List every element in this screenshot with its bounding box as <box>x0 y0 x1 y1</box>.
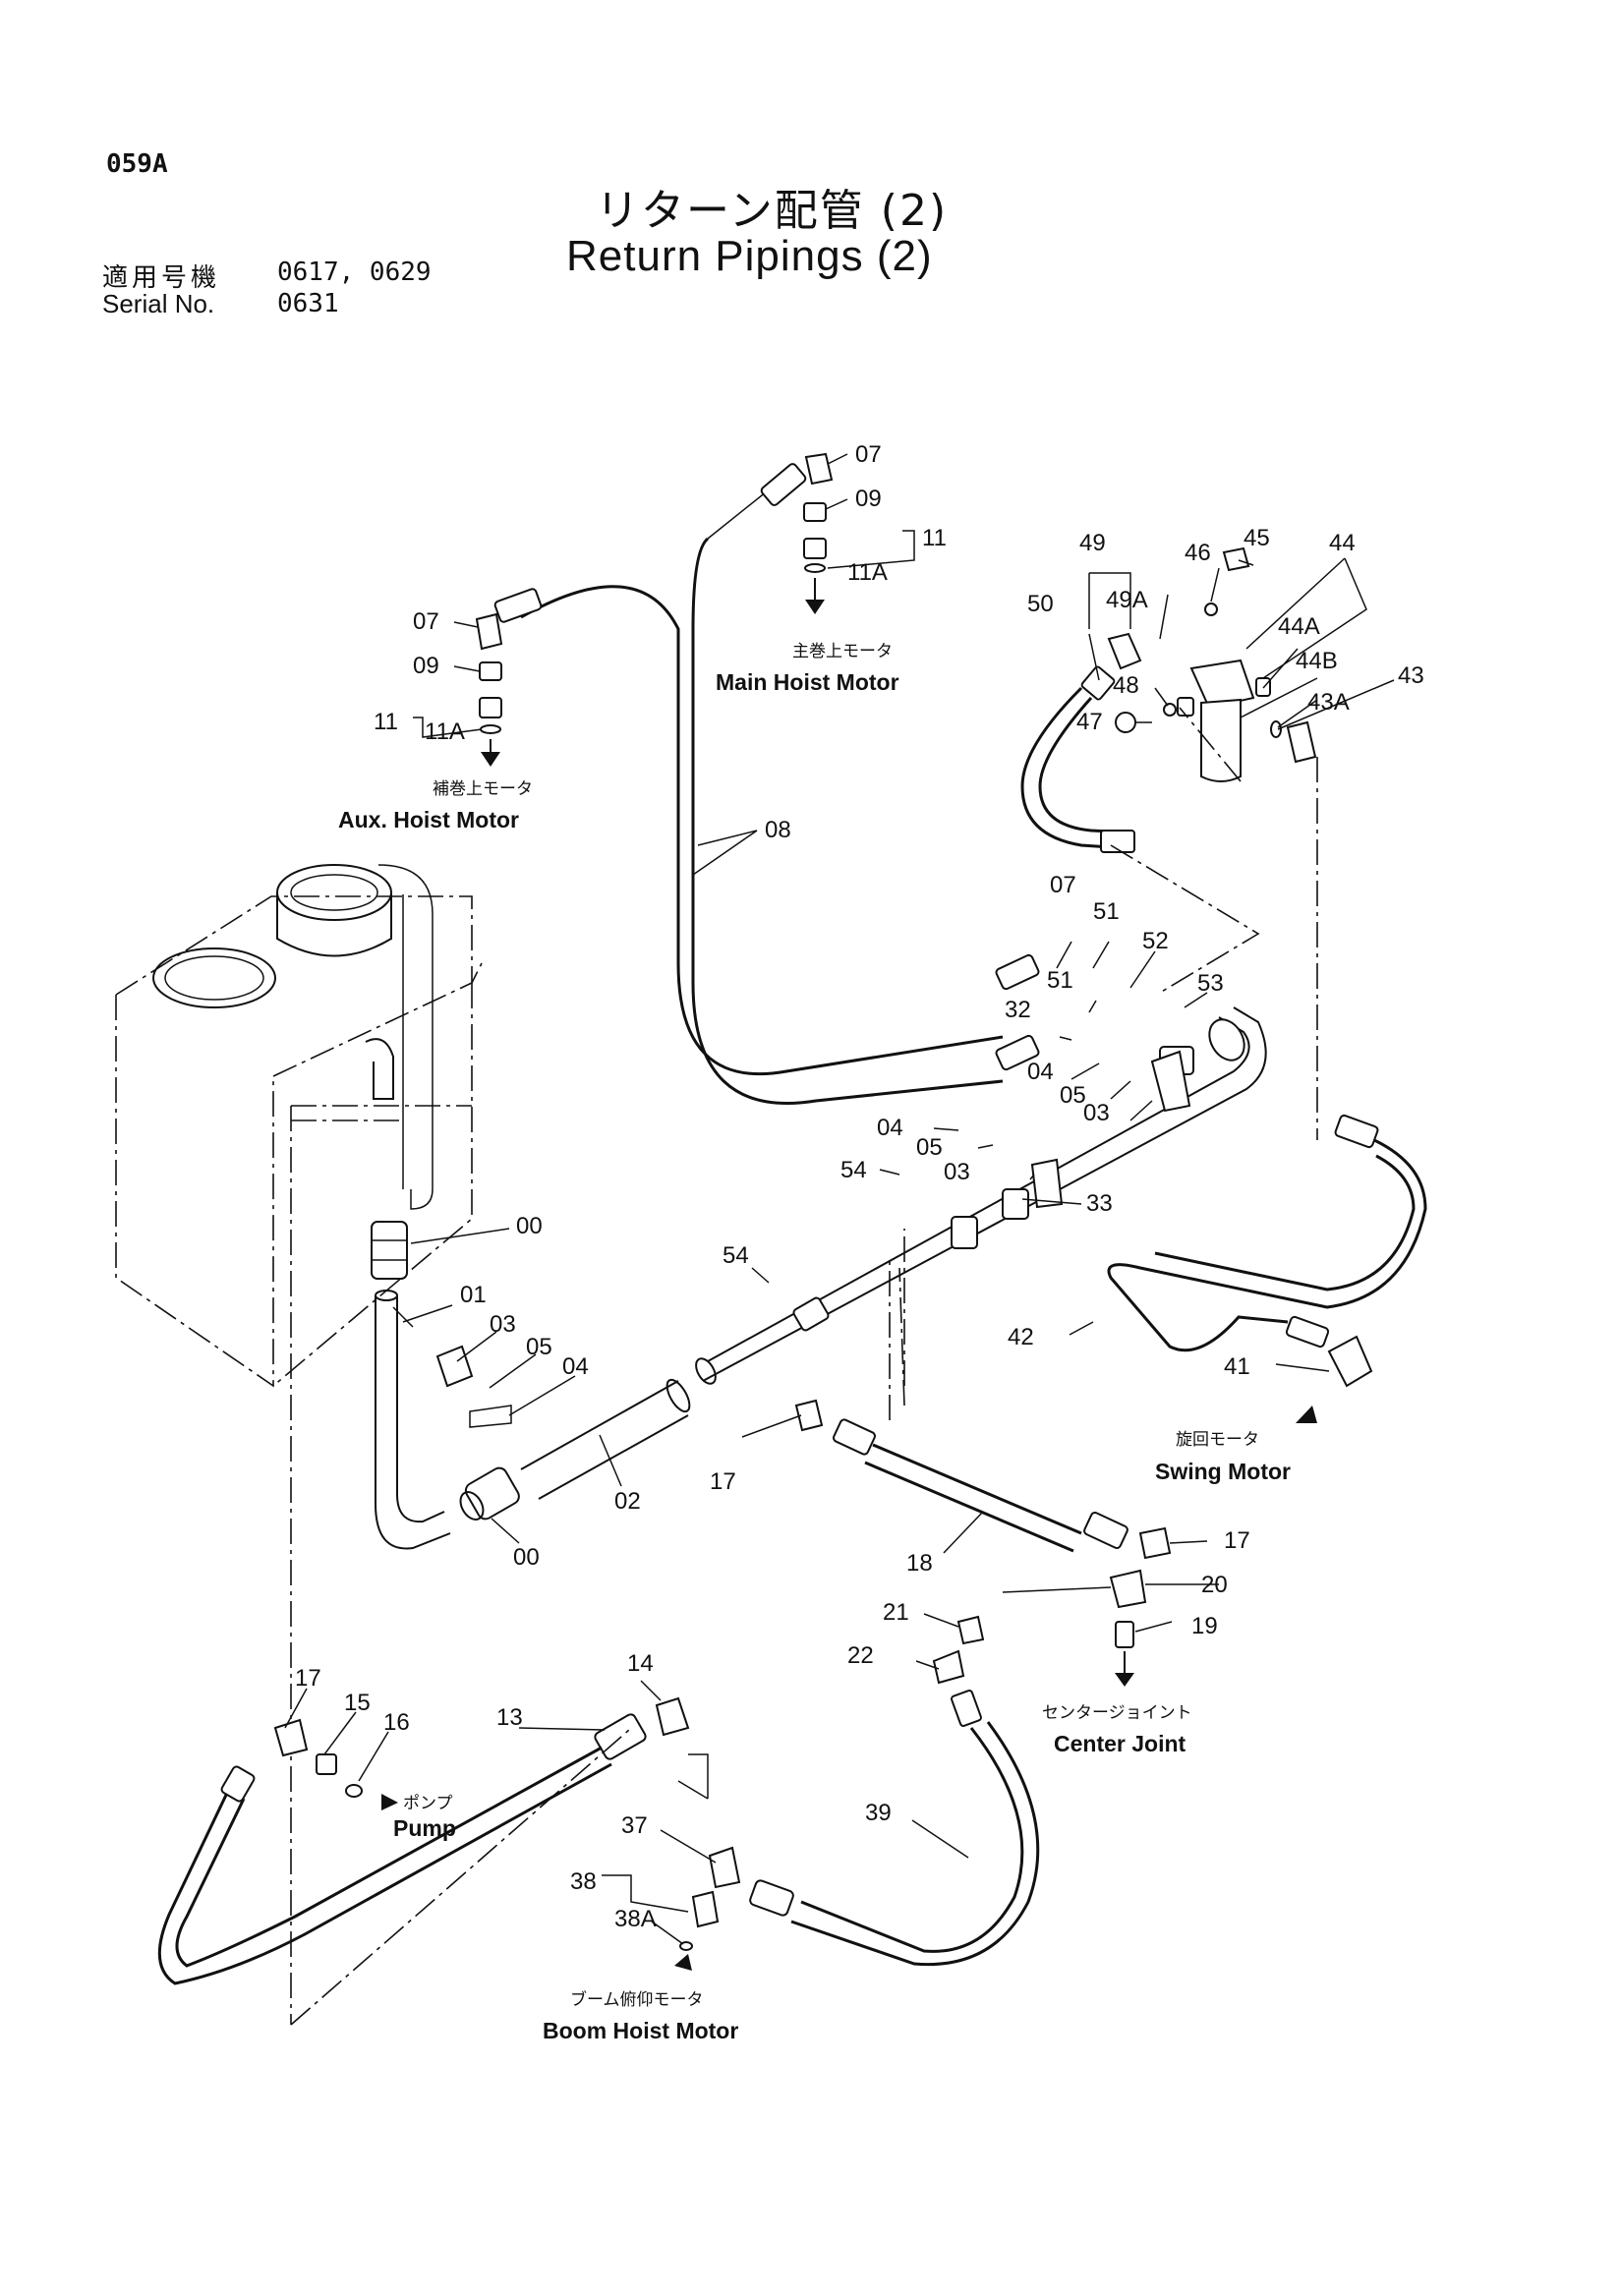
serial-label-japanese: 適用号機 <box>102 263 221 293</box>
part-49: 49 <box>1079 530 1106 556</box>
part-09-main: 09 <box>855 486 882 512</box>
part-07-center: 07 <box>1050 872 1076 898</box>
pump-label: Pump <box>393 1815 456 1841</box>
part-44A: 44A <box>1278 613 1320 640</box>
part-05-c: 05 <box>526 1334 552 1360</box>
serial-label-english: Serial No. <box>102 289 215 318</box>
aux-hoist-label-jp: 補巻上モータ <box>433 779 533 799</box>
part-02: 02 <box>614 1488 641 1515</box>
part-37: 37 <box>621 1812 648 1839</box>
part-04-a: 04 <box>1027 1059 1054 1085</box>
part-39: 39 <box>865 1800 892 1826</box>
part-04-b: 04 <box>877 1115 903 1141</box>
part-07-aux: 07 <box>413 608 439 635</box>
part-47: 47 <box>1076 709 1103 735</box>
part-51-top: 51 <box>1093 898 1120 925</box>
part-07-main: 07 <box>855 441 882 468</box>
part-03-a: 03 <box>1083 1100 1110 1126</box>
boom-hoist-label-jp: ブーム俯仰モータ <box>570 1989 704 2010</box>
part-46: 46 <box>1185 540 1211 566</box>
part-49A: 49A <box>1106 587 1148 613</box>
title-english: Return Pipings (2) <box>566 232 933 280</box>
swing-label-jp: 旋回モータ <box>1176 1430 1259 1450</box>
part-14: 14 <box>627 1650 654 1677</box>
hydraulic-tank <box>115 864 483 2025</box>
part-16: 16 <box>383 1709 410 1736</box>
pump-label-jp: ポンプ <box>403 1794 453 1813</box>
center-joint-label-jp: センタージョイント <box>1042 1703 1192 1723</box>
serial-values-line2: 0631 <box>277 289 339 318</box>
part-17-b: 17 <box>1224 1527 1250 1554</box>
boom-hoist-label: Boom Hoist Motor <box>543 2018 738 2043</box>
part-15: 15 <box>344 1690 371 1716</box>
part-22: 22 <box>847 1642 874 1669</box>
part-09-aux: 09 <box>413 653 439 679</box>
return-pipe-left <box>371 1221 691 1550</box>
swing-hose <box>1107 1114 1427 1423</box>
part-38: 38 <box>570 1868 597 1895</box>
part-number-labels: 07 09 11 11A 07 09 11 11A 08 49 49A 46 4… <box>295 441 1424 1932</box>
part-04-c: 04 <box>562 1353 589 1380</box>
part-17-c: 17 <box>295 1665 321 1692</box>
part-18: 18 <box>906 1550 933 1577</box>
center-joint-label: Center Joint <box>1054 1731 1186 1756</box>
return-pipe-main <box>695 1006 1267 1385</box>
part-45: 45 <box>1244 525 1270 551</box>
swing-label: Swing Motor <box>1155 1459 1291 1484</box>
part-03-b: 03 <box>944 1159 970 1185</box>
part-43A: 43A <box>1307 689 1350 716</box>
part-48: 48 <box>1113 672 1139 699</box>
part-03-c: 03 <box>490 1311 516 1338</box>
part-51-bottom: 51 <box>1047 967 1073 994</box>
part-41: 41 <box>1224 1353 1250 1380</box>
part-17-a: 17 <box>710 1468 736 1495</box>
part-19: 19 <box>1191 1613 1218 1639</box>
part-01: 01 <box>460 1282 487 1308</box>
part-54-a: 54 <box>840 1157 867 1183</box>
part-11-aux: 11 <box>374 709 398 735</box>
part-44B: 44B <box>1296 648 1338 674</box>
part-05-a: 05 <box>1060 1082 1086 1109</box>
part-44: 44 <box>1329 530 1356 556</box>
filter-assembly <box>1020 546 1318 1140</box>
part-38A: 38A <box>614 1906 657 1932</box>
fittings-aux-hoist <box>475 612 503 767</box>
leader-lines <box>284 453 1395 1945</box>
part-53: 53 <box>1197 970 1224 997</box>
fittings-main-hoist <box>803 452 834 614</box>
part-08: 08 <box>765 817 791 843</box>
page-code: 059A <box>106 149 168 179</box>
destination-labels: 主巻上モータ Main Hoist Motor 補巻上モータ Aux. Hois… <box>338 642 1291 2043</box>
part-43: 43 <box>1398 662 1424 689</box>
part-11A-main: 11A <box>847 559 888 586</box>
part-32: 32 <box>1005 997 1031 1023</box>
hose-39 <box>674 1649 1040 1971</box>
main-hoist-label-jp: 主巻上モータ <box>792 642 893 661</box>
aux-hoist-label: Aux. Hoist Motor <box>338 807 519 832</box>
main-hoist-label: Main Hoist Motor <box>716 669 899 695</box>
hose-08 <box>493 463 1040 1105</box>
part-00-bottom: 00 <box>513 1544 540 1571</box>
part-11A-aux: 11A <box>425 718 465 745</box>
title-japanese: リターン配管 (2) <box>596 186 949 236</box>
part-42: 42 <box>1008 1324 1034 1350</box>
part-21: 21 <box>883 1599 909 1626</box>
hose-13-pump <box>157 1696 709 1985</box>
part-00-top: 00 <box>516 1213 543 1239</box>
part-33: 33 <box>1086 1190 1113 1217</box>
serial-values-line1: 0617, 0629 <box>277 258 432 287</box>
part-05-b: 05 <box>916 1134 943 1161</box>
part-13: 13 <box>496 1704 523 1731</box>
hose-18-center <box>794 1258 1172 1687</box>
part-20: 20 <box>1201 1572 1228 1598</box>
part-54-b: 54 <box>723 1242 749 1269</box>
part-52: 52 <box>1142 928 1169 954</box>
part-50: 50 <box>1027 591 1054 617</box>
part-11-main: 11 <box>922 525 947 551</box>
